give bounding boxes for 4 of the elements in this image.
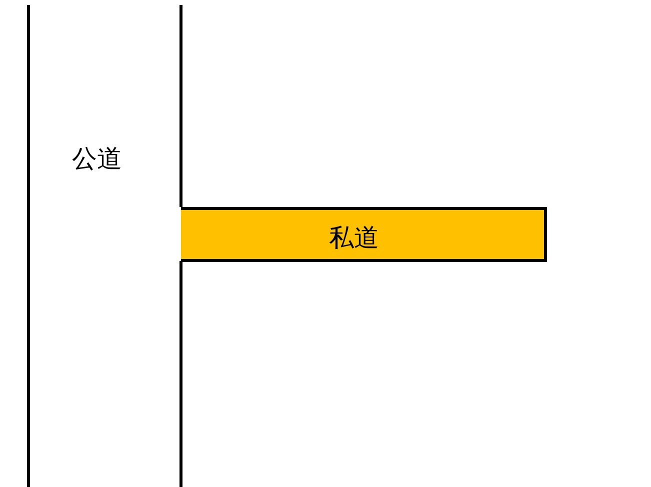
road-band [27,5,183,487]
road-label: 公道 [72,143,122,175]
road-band [181,207,547,262]
road-label: 私道 [329,222,379,254]
